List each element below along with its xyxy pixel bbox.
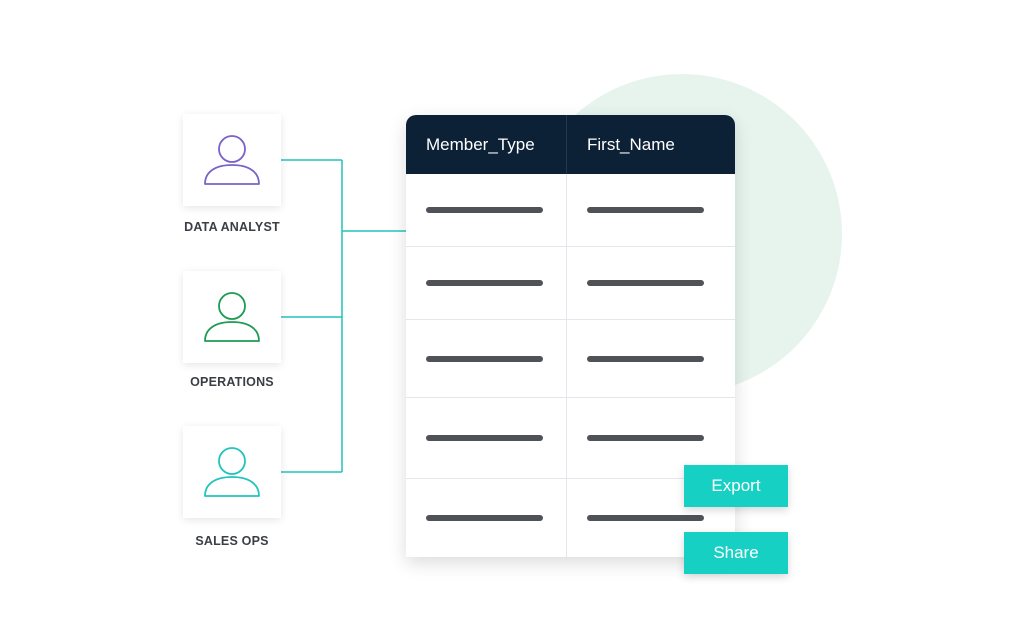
- role-label-sales-ops: SALES OPS: [195, 534, 269, 548]
- role-label-data-analyst: DATA ANALYST: [184, 220, 280, 234]
- placeholder-bar: [587, 355, 704, 362]
- table-row[interactable]: [406, 174, 735, 247]
- user-icon: [204, 292, 260, 342]
- placeholder-bar: [587, 515, 704, 521]
- table-cell-placeholder: [406, 398, 567, 478]
- table-cell-placeholder: [567, 398, 731, 478]
- table-row[interactable]: [406, 398, 735, 479]
- table-body: [406, 174, 735, 557]
- placeholder-bar: [426, 207, 543, 213]
- table-cell-placeholder: [567, 247, 731, 319]
- placeholder-bar: [587, 280, 704, 286]
- user-icon: [204, 135, 260, 185]
- table-cell-placeholder: [567, 320, 731, 397]
- role-card-sales-ops[interactable]: [183, 426, 281, 518]
- data-table: Member_Type First_Name: [406, 115, 735, 557]
- table-row[interactable]: [406, 320, 735, 398]
- placeholder-bar: [587, 435, 704, 441]
- table-row[interactable]: [406, 247, 735, 320]
- placeholder-bar: [587, 207, 704, 213]
- table-cell-placeholder: [406, 174, 567, 246]
- column-header-member-type[interactable]: Member_Type: [406, 115, 567, 174]
- table-cell-placeholder: [406, 479, 567, 557]
- role-card-operations[interactable]: [183, 271, 281, 363]
- placeholder-bar: [426, 355, 543, 362]
- share-button[interactable]: Share: [684, 532, 788, 574]
- placeholder-bar: [426, 515, 543, 521]
- table-cell-placeholder: [406, 247, 567, 319]
- table-header: Member_Type First_Name: [406, 115, 735, 174]
- role-card-data-analyst[interactable]: [183, 114, 281, 206]
- table-cell-placeholder: [567, 174, 731, 246]
- table-cell-placeholder: [567, 479, 731, 557]
- role-label-operations: OPERATIONS: [190, 375, 274, 389]
- table-row[interactable]: [406, 479, 735, 557]
- placeholder-bar: [426, 435, 543, 441]
- placeholder-bar: [426, 280, 543, 286]
- table-cell-placeholder: [406, 320, 567, 397]
- export-button[interactable]: Export: [684, 465, 788, 507]
- user-icon: [204, 447, 260, 497]
- column-header-first-name[interactable]: First_Name: [587, 134, 675, 154]
